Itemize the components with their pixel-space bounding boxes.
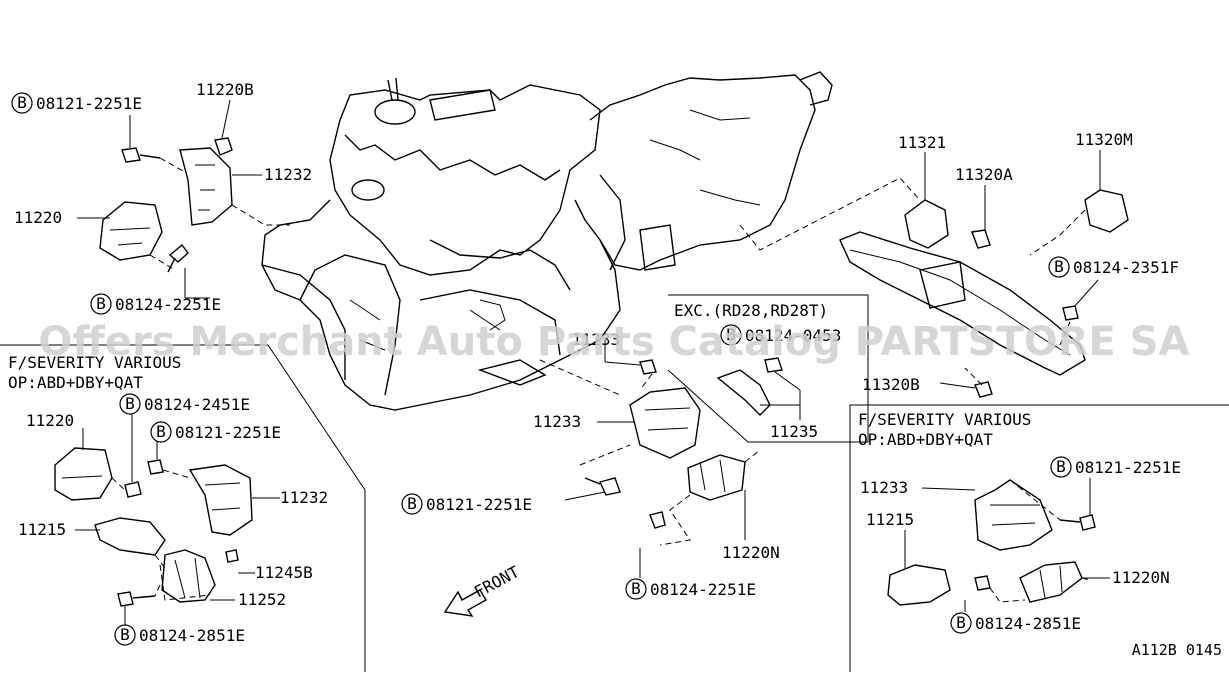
bolt-symbol-text: B [631,579,641,598]
right-panel-subtitle: OP:ABD+DBY+QAT [858,430,993,449]
exc-inset: EXC.(RD28,RD28T) B 08124-0453 11235 [667,294,869,443]
bolt-symbol-icon [950,612,972,634]
lp-label-bolt-top: 08124-2451E [144,395,250,414]
lp-label-mount: 11220 [26,411,74,430]
label-tl-bolt-bottom: 08124-2251E [115,295,221,314]
bolt-symbol-text: B [726,325,736,344]
bolt-symbol-text: B [1054,257,1064,276]
lp-label-bolt-bottom: 08124-2851E [139,626,245,645]
engine-assembly-drawing [261,71,833,411]
watermark-text: Offers Merchant Auto Parts Catalog PARTS… [38,319,1189,365]
top-left-mount-group: B 08121-2251E 11220B 11232 11220 B 08124… [11,80,312,315]
bolt-symbol-text: B [96,294,106,313]
lp-label-nut: 11245B [255,563,313,582]
bolt-symbol-icon [11,92,33,114]
left-variant-panel: F/SEVERITY VARIOUS OP:ABD+DBY+QAT 11220 … [0,344,366,672]
label-mid-nut: 11233 [572,330,620,349]
bolt-symbol-icon [150,421,172,443]
lp-label-insulator: 11252 [238,590,286,609]
rp-label-plate: 11215 [866,510,914,529]
exc-title: EXC.(RD28,RD28T) [674,301,828,320]
label-rt-bolt-f: 08124-2351F [1073,258,1179,277]
lp-label-plate: 11215 [18,520,66,539]
right-crossmember-group: 11321 11320M 11320A B 08124-2351F 11320B [739,130,1179,398]
bolt-symbol-icon [625,578,647,600]
middle-mount-group: 11233 11233 B 08121-2251E 11220N B 08124… [401,330,780,617]
label-mid-bracket: 11233 [533,412,581,431]
rp-label-bolt-top: 08121-2251E [1075,458,1181,477]
rp-label-mount: 11220N [1112,568,1170,587]
label-mid-bolt: 08121-2251E [426,495,532,514]
label-rt-bracket: 11321 [898,133,946,152]
bolt-symbol-text: B [156,422,166,441]
diagram-code: A112B 0145 [1132,641,1222,659]
front-arrow-icon [443,589,487,617]
label-rt-bolt: 11320A [955,165,1013,184]
front-label: FRONT [471,562,523,602]
bolt-symbol-icon [1050,456,1072,478]
left-panel-subtitle: OP:ABD+DBY+QAT [8,373,143,392]
rp-label-bolt-bottom: 08124-2851E [975,614,1081,633]
label-rt-mount: 11320M [1075,130,1133,149]
right-variant-panel: F/SEVERITY VARIOUS OP:ABD+DBY+QAT B 0812… [849,404,1229,672]
bolt-symbol-icon [401,493,423,515]
bolt-symbol-text: B [407,494,417,513]
bolt-symbol-text: B [125,394,135,413]
bolt-symbol-text: B [120,625,130,644]
exc-part-label: 11235 [770,422,818,441]
right-panel-title: F/SEVERITY VARIOUS [858,410,1031,429]
label-tl-bracket: 11232 [264,165,312,184]
bolt-symbol-icon [720,324,742,346]
bolt-symbol-icon [90,293,112,315]
lp-label-bracket: 11232 [280,488,328,507]
label-mid-mount: 11220N [722,543,780,562]
label-tl-mount: 11220 [14,208,62,227]
label-mid-bolt-bottom: 08124-2251E [650,580,756,599]
label-tl-nut: 11220B [196,80,254,99]
bolt-symbol-icon [1048,256,1070,278]
bolt-symbol-text: B [1056,457,1066,476]
bolt-symbol-icon [119,393,141,415]
rp-label-bracket: 11233 [860,478,908,497]
exc-bolt-label: 08124-0453 [745,326,841,345]
bolt-symbol-text: B [956,613,966,632]
label-tl-bolt-top: 08121-2251E [36,94,142,113]
bolt-symbol-icon [114,624,136,646]
bolt-symbol-text: B [17,93,27,112]
left-panel-title: F/SEVERITY VARIOUS [8,353,181,372]
lp-label-bolt-mid: 08121-2251E [175,423,281,442]
label-rt-nut: 11320B [862,375,920,394]
